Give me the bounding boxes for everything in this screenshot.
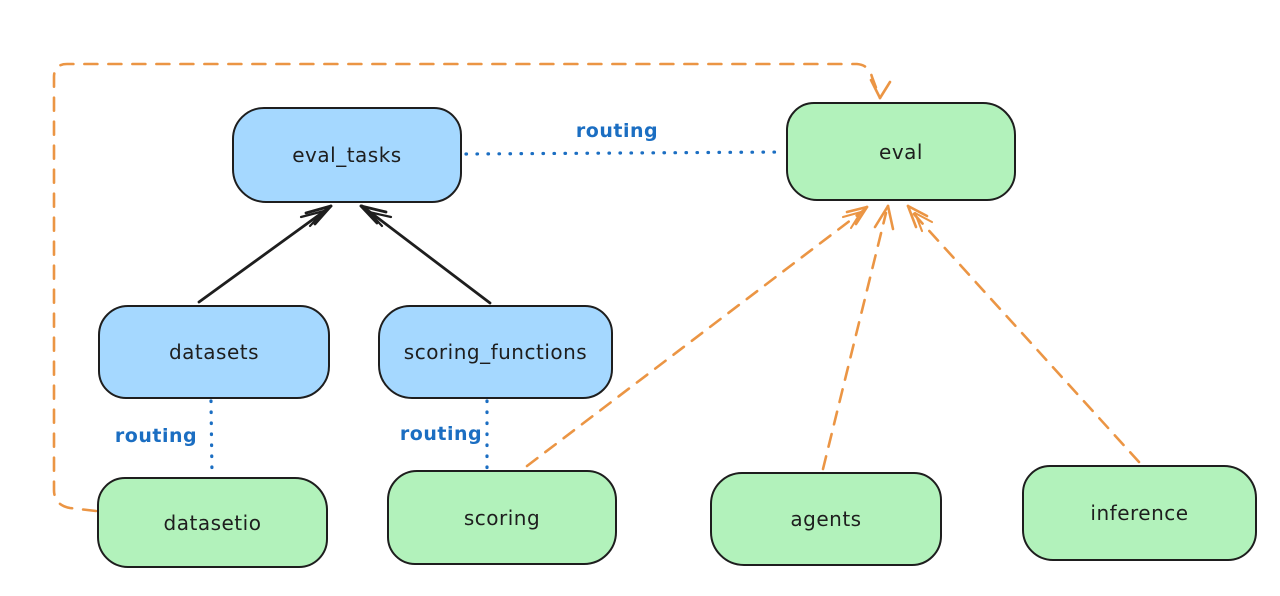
node-eval-tasks: eval_tasks <box>232 107 462 203</box>
node-scoring: scoring <box>387 470 617 565</box>
node-scoring-functions-label: scoring_functions <box>403 340 588 364</box>
node-scoring-functions: scoring_functions <box>378 305 613 399</box>
routing-label-scoringfunctions-scoring: routing <box>399 423 483 445</box>
node-eval-tasks-label: eval_tasks <box>292 143 402 167</box>
node-agents-label: agents <box>790 507 862 531</box>
arrow-scoringfunctions-to-evaltasks <box>359 204 492 305</box>
arrow-datasetio-to-eval <box>52 62 892 513</box>
arrow-agents-to-eval <box>821 204 895 471</box>
routing-line-evaltasks-eval <box>464 150 785 156</box>
node-agents: agents <box>710 472 942 566</box>
routing-line-datasets-datasetio <box>209 399 214 477</box>
node-scoring-label: scoring <box>463 505 541 530</box>
node-datasetio-label: datasetio <box>163 510 262 535</box>
arrow-inference-to-eval <box>906 204 1141 464</box>
node-datasets-label: datasets <box>168 340 260 364</box>
node-datasets: datasets <box>98 305 330 399</box>
node-eval: eval <box>786 102 1016 201</box>
node-eval-label: eval <box>879 139 923 164</box>
arrow-datasets-to-evaltasks <box>197 204 333 304</box>
arrow-scoring-to-eval <box>525 205 869 468</box>
node-datasetio: datasetio <box>97 477 328 568</box>
node-inference: inference <box>1022 465 1257 561</box>
routing-label-datasets-datasetio: routing <box>114 425 198 447</box>
routing-label-evaltasks-eval: routing <box>575 120 659 142</box>
node-inference-label: inference <box>1090 501 1189 525</box>
